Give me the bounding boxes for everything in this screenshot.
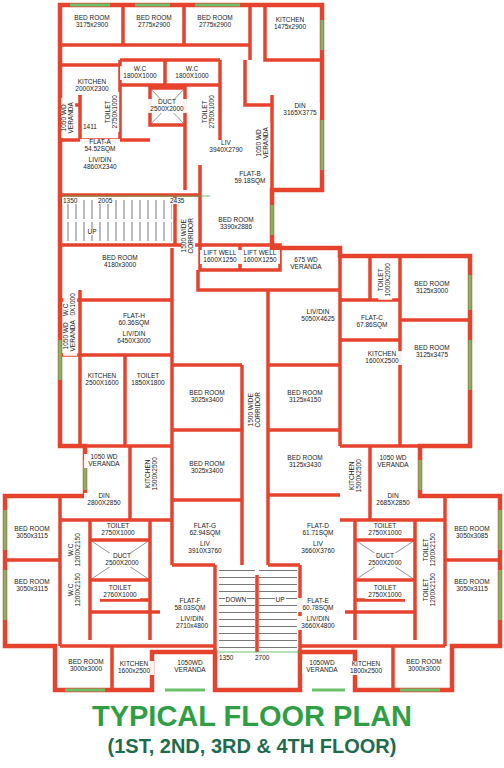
stair-steps xyxy=(259,568,297,648)
room-label: TOILET 2760X1000 xyxy=(100,585,140,599)
room-label: FLAT-C 67.86SQM xyxy=(352,315,392,329)
room-label: FLAT-F 58.03SQM xyxy=(170,598,210,612)
room-label: LIV 3910X3760 xyxy=(185,541,225,555)
room-label: DOWN xyxy=(225,597,248,604)
room-label: 1050WD VERANDA xyxy=(302,660,342,674)
room-label: DUCT 2500X2000 xyxy=(102,553,142,567)
room-label: FLAT-H 60.36SQM xyxy=(114,313,154,327)
room-label: FLAT-D 61.71SQM xyxy=(298,523,338,537)
room-label: TOILET 1200X2150 xyxy=(423,570,437,610)
room-label: BED ROOM 3390x2886 xyxy=(216,217,256,231)
room-label: FLAT-E 60.78SQM xyxy=(298,598,338,612)
room-label: 2700 xyxy=(254,655,270,662)
room-label: 1500 WIDE CORRIDOR xyxy=(181,216,195,256)
room-label: BED ROOM 3050x3115 xyxy=(12,526,52,540)
room-label: 1350 xyxy=(218,655,234,662)
room-label: LIV/DIN 5050X4625 xyxy=(298,309,338,323)
room-label: KITCHEN 1800x2500 xyxy=(346,661,386,675)
room-label: DIN 2685X2850 xyxy=(373,493,413,507)
room-label: BED ROOM 3050x3115 xyxy=(452,579,492,593)
room-label: LIV/DIN 3660X4800 xyxy=(298,616,338,630)
room-label: W.C 1800X1000 xyxy=(120,66,160,80)
room-label: LIFT WELL 1600X1250 xyxy=(200,250,240,264)
room-label: BED ROOM 2775x2900 xyxy=(134,15,174,29)
room-label: 675 WD VERANDA xyxy=(286,257,326,271)
room-label: BED ROOM 3125x3475 xyxy=(412,345,452,359)
plan-caption: (1ST, 2ND, 3RD & 4TH FLOOR) xyxy=(0,735,504,758)
room-label: TOILET 2750X1000 xyxy=(365,585,405,599)
room-label: KITCHEN 2000X2300 xyxy=(72,79,112,93)
room-label: 1500 WIDE CORRIDOR xyxy=(248,390,262,430)
room-label: LIV 3660X3760 xyxy=(298,541,338,555)
room-label: BED ROOM 3175x2900 xyxy=(72,15,112,29)
room-label: W.C 1200X2150 xyxy=(68,570,82,610)
room-label: BED ROOM 3050x3115 xyxy=(12,579,52,593)
stair-steps xyxy=(219,568,255,648)
room-label: DUCT 2500X2000 xyxy=(147,99,187,113)
room-label: W.C 1200X2150 xyxy=(68,530,82,570)
room-label: 2435 xyxy=(169,198,185,205)
plan-title: TYPICAL FLOOR PLAN xyxy=(0,700,504,733)
room-label: BED ROOM 3125x4150 xyxy=(285,390,325,404)
room-label: UP xyxy=(87,229,98,236)
room-label: BED ROOM 3125x3430 xyxy=(285,455,325,469)
room-label: TOILET 2750X1000 xyxy=(202,92,216,132)
room-label: DUCT 2500X2000 xyxy=(365,553,405,567)
room-label: LIV/DIN 2710x4800 xyxy=(172,616,212,630)
room-label: KITCHEN 1600x2500 xyxy=(114,661,154,675)
room-label: W.C 1800X1000 xyxy=(172,66,212,80)
stair-steps xyxy=(66,200,172,219)
room-label: 1411 xyxy=(82,124,98,131)
room-label: 1350 xyxy=(62,198,78,205)
room-label: FLAT-B 59.18SQM xyxy=(230,171,270,185)
window xyxy=(5,5,500,690)
room-label: 1050 WD VERANDA xyxy=(84,454,124,468)
room-label: DIN 3165X3775 xyxy=(280,103,320,117)
dimension-line xyxy=(62,196,300,652)
room-label: 1050 WD VERANDA xyxy=(61,98,75,138)
room-label: KITCHEN 1500X2500 xyxy=(145,454,159,494)
room-label: KITCHEN 1475x2900 xyxy=(270,17,310,31)
room-label: BED ROOM 3025x3400 xyxy=(187,461,227,475)
room-label: LIV/DIN 4860X2340 xyxy=(80,157,120,171)
room-label: LIV 3940X2790 xyxy=(206,140,246,154)
room-label: BED ROOM 3000x3000 xyxy=(404,659,444,673)
room-label: 2005 xyxy=(97,198,113,205)
room-label: KITCHEN 1500X2500 xyxy=(349,456,363,496)
room-label: TOILET 1200X2150 xyxy=(423,530,437,570)
room-label: TOILET 2750X1000 xyxy=(365,523,405,537)
room-label: 1050WD VERANDA xyxy=(170,660,210,674)
room-label: BED ROOM 3000x3000 xyxy=(66,659,106,673)
room-label: UP xyxy=(275,597,286,604)
stair-steps xyxy=(66,222,172,241)
room-label: DIN 2800X2850 xyxy=(84,493,124,507)
room-label: FLAT-A 54.52SQM xyxy=(80,139,120,153)
room-label: FLAT-G 62.94SQM xyxy=(185,523,225,537)
room-label: BED ROOM 4180x3000 xyxy=(100,255,140,269)
room-label: LIFT WELL 1600X1250 xyxy=(240,250,280,264)
interior-wall xyxy=(5,5,500,690)
room-label: 1050 WD VERANDA xyxy=(63,316,77,356)
outer-wall xyxy=(5,5,500,690)
room-label: TOILET 2750X1000 xyxy=(105,92,119,132)
room-label: LIV/DIN 6450X3000 xyxy=(114,331,154,345)
room-label: TOILET 1000X2000 xyxy=(378,260,392,300)
room-label: BED ROOM 3125x3000 xyxy=(412,281,452,295)
room-label: BED ROOM 2775x2900 xyxy=(195,15,235,29)
room-label: KITCHEN 2500X1600 xyxy=(82,373,122,387)
duct-cross xyxy=(90,88,415,580)
room-label: KITCHEN 1600X2500 xyxy=(362,351,402,365)
room-label: 1050 WD VERANDA xyxy=(256,123,270,163)
room-label: 1050 WD VERANDA xyxy=(373,455,413,469)
room-label: TOILET 1850X1800 xyxy=(128,373,168,387)
room-label: BED ROOM 3050x3085 xyxy=(452,526,492,540)
room-label: TOILET 2750X1000 xyxy=(98,523,138,537)
room-label: BED ROOM 3025x3400 xyxy=(187,390,227,404)
